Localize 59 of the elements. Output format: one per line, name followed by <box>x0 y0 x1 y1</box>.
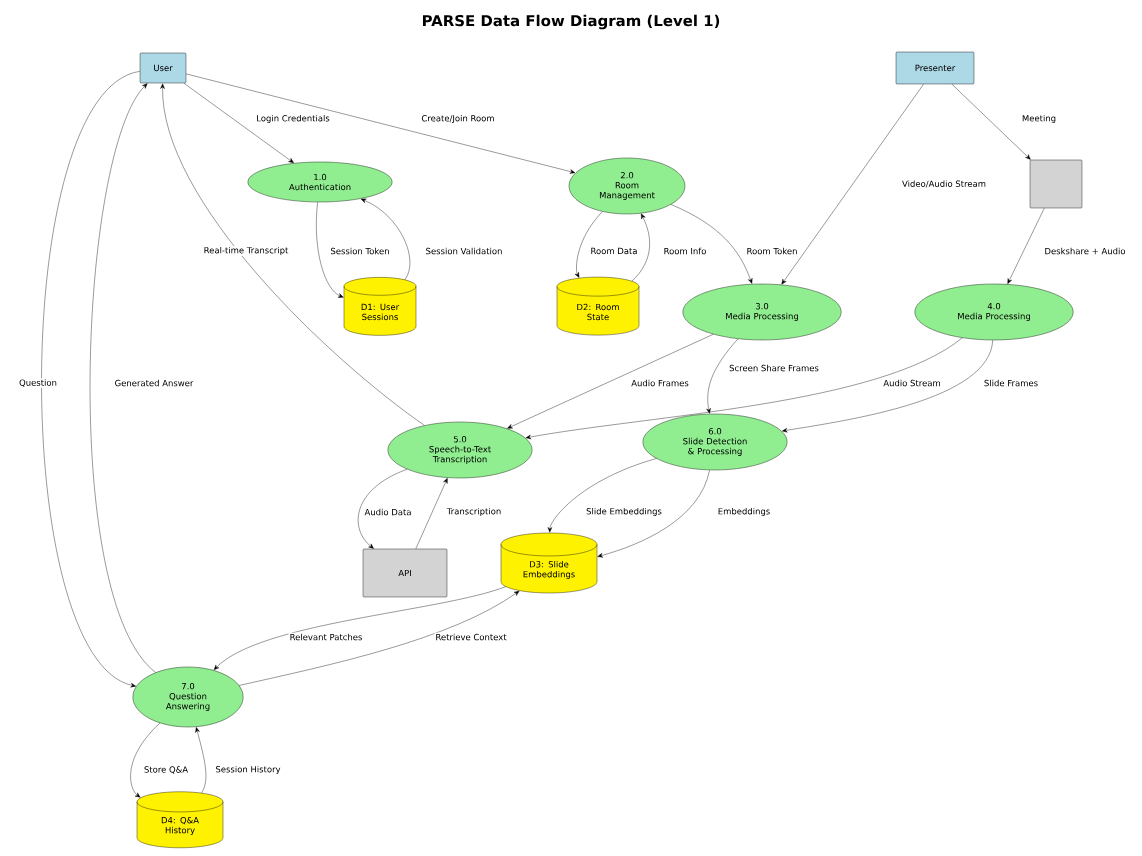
arrow <box>574 211 603 278</box>
edge-label: Question <box>18 378 58 388</box>
arrow <box>951 84 1031 160</box>
external-service-box <box>1029 159 1083 209</box>
edge-label: Transcription <box>445 506 503 518</box>
arrow <box>631 213 650 282</box>
data-store-cylinder: D2: Room State <box>556 276 640 336</box>
arrow <box>781 84 924 285</box>
edge-label: Video/Audio Stream <box>901 179 987 189</box>
arrow <box>547 458 657 533</box>
arrow <box>130 722 161 798</box>
arrow <box>360 198 411 280</box>
arrow <box>316 202 344 298</box>
edge-label: Session History <box>214 764 282 776</box>
edge-label: Login Credentials <box>255 113 331 125</box>
edge-label: Room Data <box>589 246 639 256</box>
title: PARSE Data Flow Diagram (Level 1) <box>423 14 720 30</box>
arrow <box>213 586 506 671</box>
arrow <box>160 83 425 426</box>
edge-label: Session Validation <box>424 246 504 256</box>
data-store-cylinder: D3: Slide Embeddings <box>500 532 598 594</box>
arrow <box>415 478 448 549</box>
edge-label: Real-time Transcript <box>202 245 290 257</box>
arrow <box>525 337 963 440</box>
arrow <box>1007 208 1045 284</box>
edge-label: Slide Frames <box>982 378 1040 388</box>
edge-label: Slide Embeddings <box>585 506 663 518</box>
edge-label: Store Q&A <box>142 765 190 775</box>
arrow <box>358 469 408 549</box>
arrow <box>507 334 714 429</box>
edge-label: Audio Stream <box>882 378 942 388</box>
arrow <box>670 204 753 284</box>
external-entity-box: Presenter <box>895 51 975 85</box>
edge-label: Embeddings <box>716 506 772 518</box>
edge-label: Retrieve Context <box>434 632 508 642</box>
arrow <box>41 71 140 688</box>
edge-label: Generated Answer <box>113 378 195 388</box>
edge-label: Session Token <box>329 246 391 256</box>
data-store-cylinder: D1: User Sessions <box>343 277 417 336</box>
arrow <box>183 83 294 164</box>
arrow <box>782 340 993 433</box>
edge-label: Audio Data <box>363 507 413 517</box>
arrow <box>597 469 710 558</box>
edge-label: Room Info <box>662 246 708 256</box>
arrow <box>706 338 739 414</box>
arrow <box>89 83 156 673</box>
external-service-box: API <box>362 548 448 598</box>
arrow <box>186 73 576 174</box>
edge-label: Meeting <box>1020 113 1058 125</box>
edge-label: Screen Share Frames <box>728 363 820 373</box>
data-store-cylinder: D4: Q&A History <box>136 791 224 848</box>
edge-label: Audio Frames <box>630 378 690 388</box>
external-entity-box: User <box>139 52 187 84</box>
edge-label: Deskshare + Audio <box>1043 246 1127 256</box>
edge-label: Create/Join Room <box>420 113 496 125</box>
edge-label: Relevant Patches <box>288 632 364 642</box>
arrow <box>238 590 520 686</box>
arrow <box>195 727 207 794</box>
edge-label: Room Token <box>745 246 799 256</box>
